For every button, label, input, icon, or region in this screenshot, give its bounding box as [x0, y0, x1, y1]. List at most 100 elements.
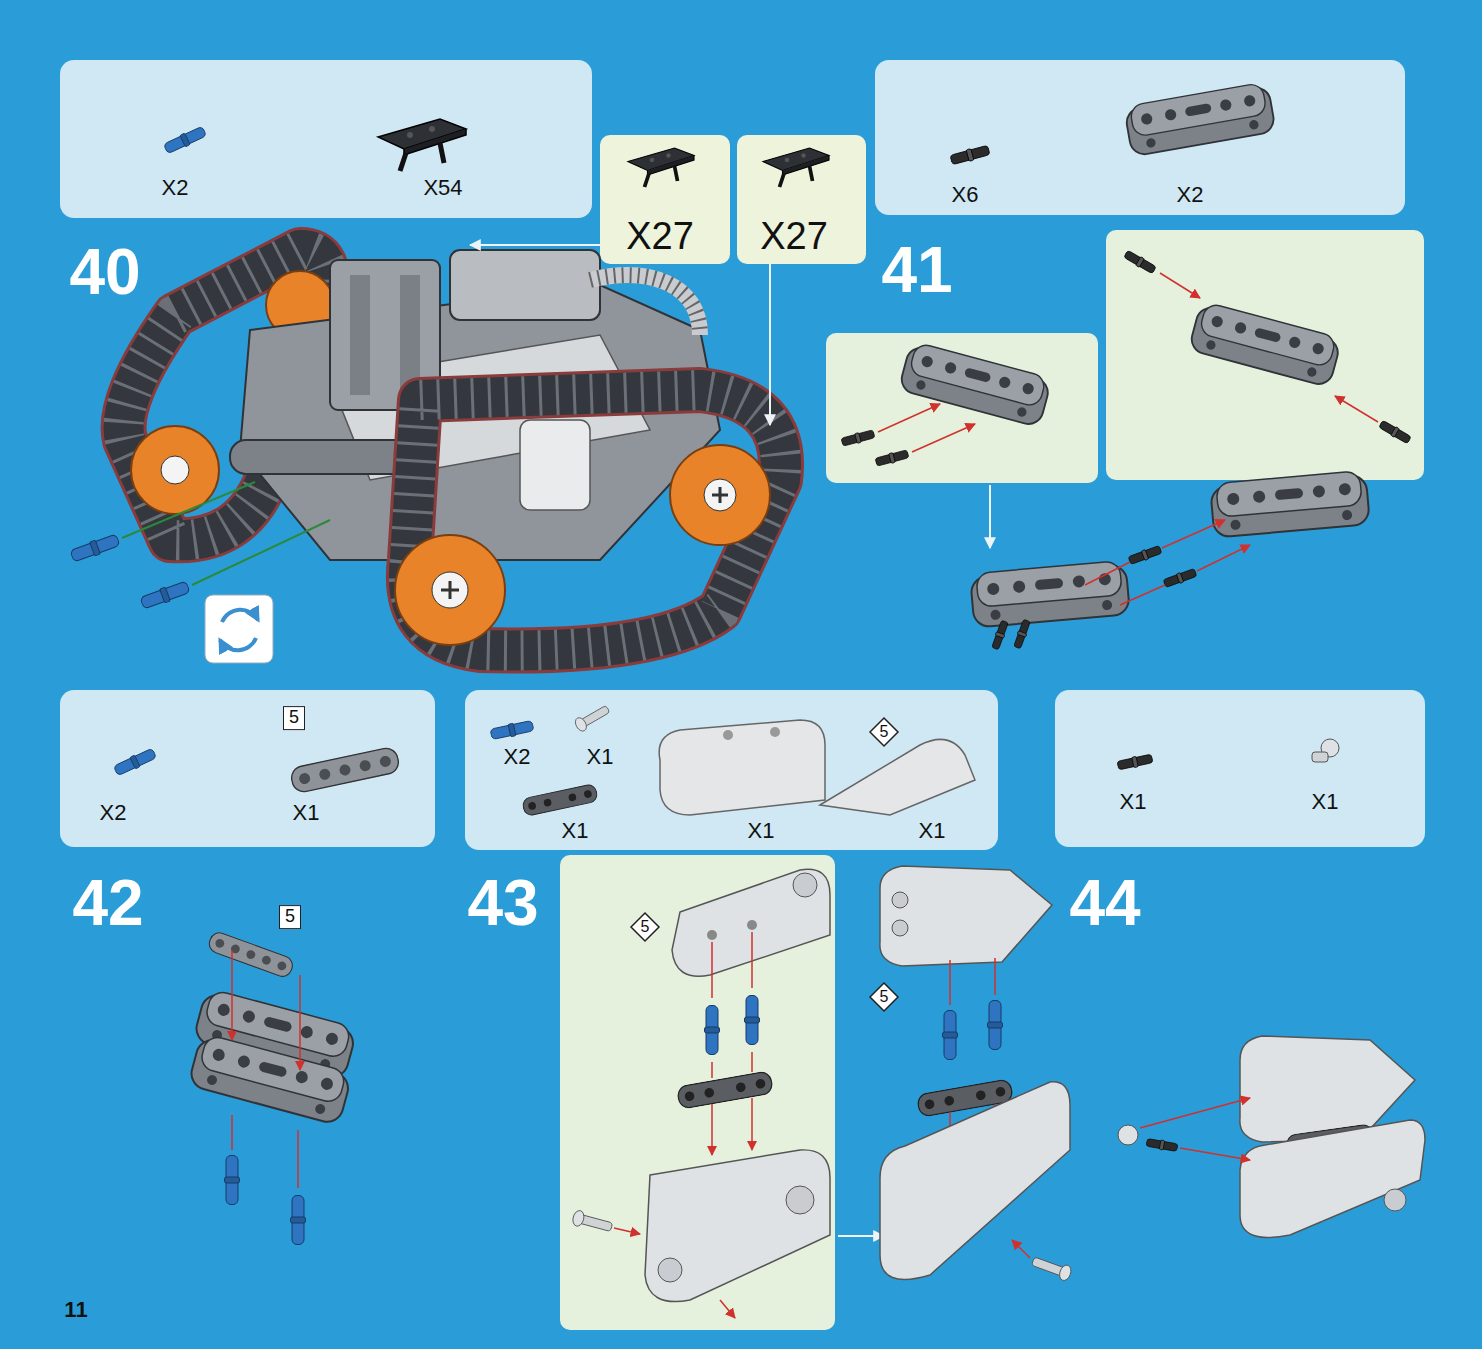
assembly-drawing: [720, 1300, 735, 1318]
tracked-vehicle: [69, 533, 120, 564]
assembly-drawing: [1085, 562, 1130, 585]
assembly-drawing: [1188, 301, 1342, 387]
callout-number: 5: [880, 988, 889, 1006]
assembly-drawing: [747, 920, 757, 930]
assembly-drawing: [1160, 273, 1200, 298]
part-icon: [490, 719, 535, 741]
assembly-drawing: [745, 996, 760, 1045]
tracked-vehicle: [192, 520, 330, 585]
tracked-vehicle: [520, 420, 590, 510]
part-count: X2: [100, 801, 127, 825]
assembly-drawing: [225, 1156, 240, 1205]
assembly-drawing: [188, 930, 358, 1244]
assembly-drawing: [1013, 619, 1032, 650]
rotate-icon: [222, 610, 258, 622]
assembly-drawing: [571, 869, 884, 1318]
part-count: X1: [919, 819, 946, 843]
part-icon: [163, 125, 207, 155]
callout-number: 5: [641, 918, 650, 936]
assembly-drawing: [751, 1098, 753, 1150]
assembly-drawing: [793, 873, 817, 897]
assembly-drawing: [751, 1052, 753, 1072]
tracked-vehicle: [400, 275, 420, 395]
tracked-vehicle: [350, 275, 370, 395]
part-count: X1: [1120, 790, 1147, 814]
rotate-icon: [220, 638, 256, 650]
assembly-drawing: [707, 930, 717, 940]
leader-arrow: [769, 263, 771, 425]
beam-length: 5: [279, 905, 301, 929]
part-icon: [770, 727, 780, 737]
part-icon: [1124, 82, 1276, 157]
part-icon: [1117, 753, 1154, 771]
part-count: X1: [562, 819, 589, 843]
assembly-drawing: [1123, 249, 1157, 274]
assembly-drawing: [1030, 1254, 1073, 1282]
tracked-vehicle: [432, 572, 468, 608]
assembly-drawing: [892, 892, 908, 908]
part-icon: [289, 746, 400, 794]
step-number: 44: [1069, 868, 1140, 938]
assembly-drawing: [1118, 1125, 1138, 1145]
assembly-drawing: [988, 1001, 1003, 1050]
assembly-drawing: [207, 930, 295, 979]
assembly-drawing: [994, 958, 996, 995]
leader-arrow: [470, 244, 600, 246]
assembly-drawing: [1162, 520, 1225, 548]
part-count: X27: [760, 216, 828, 258]
step-number: 43: [467, 868, 538, 938]
part-count: X1: [293, 801, 320, 825]
tracked-vehicle: [139, 580, 190, 611]
part-icon: [113, 747, 157, 777]
part-count: X6: [952, 183, 979, 207]
callout-number: 5: [880, 723, 889, 741]
tracked-vehicle: [704, 479, 736, 511]
assembly-drawing: [1180, 1148, 1250, 1160]
tracked-vehicle: [131, 426, 219, 514]
assembly-drawing: [841, 249, 1412, 650]
tracked-vehicle: [670, 445, 770, 545]
step-number: 40: [69, 237, 140, 307]
assembly-drawing: [631, 866, 1425, 1282]
part-icon: [950, 144, 991, 166]
part-count: X2: [162, 176, 189, 200]
assembly-drawing: [711, 1104, 713, 1155]
assembly-drawing: [878, 404, 940, 432]
assembly-drawing: [1210, 470, 1370, 537]
tracked-vehicle: [230, 440, 410, 474]
assembly-drawing: [297, 1130, 299, 1188]
assembly-drawing: [711, 1062, 713, 1078]
assembly-drawing: [672, 869, 830, 976]
part-icon: [763, 148, 829, 187]
parts-panel: X1X1: [1055, 690, 1425, 847]
part-icon: [378, 119, 466, 171]
assembly-drawing: [786, 1186, 814, 1214]
assembly-drawing: [875, 449, 910, 467]
assembly-drawing: [658, 1258, 682, 1282]
tracked-vehicle: [712, 487, 728, 503]
assembly-drawing: [299, 975, 301, 1070]
tracked-vehicle: [122, 482, 255, 538]
assembly-drawing: [1140, 1098, 1250, 1128]
assembly-drawing: [1197, 545, 1250, 571]
part-count: X2: [1177, 183, 1204, 207]
assembly-drawing: [841, 429, 876, 447]
leader-arrow: [470, 245, 770, 425]
assembly-drawing: [1146, 1138, 1179, 1153]
assembly-drawing: [949, 960, 951, 1005]
assembly-drawing: [892, 920, 908, 936]
part-count: X1: [587, 745, 614, 769]
rotate-icon: [205, 595, 273, 663]
tracked-vehicle: [161, 456, 189, 484]
part-icon: [659, 720, 825, 815]
assembly-drawing: [291, 1196, 306, 1245]
page-number: 11: [64, 1298, 87, 1322]
tracked-vehicle: [590, 275, 700, 335]
rotate-icon: [205, 595, 273, 663]
substep-panel: [826, 333, 1098, 483]
part-icon: [573, 703, 611, 733]
tracked-vehicle: [240, 285, 720, 560]
tracked-vehicle: [69, 250, 781, 651]
assembly-drawing: [751, 932, 753, 988]
